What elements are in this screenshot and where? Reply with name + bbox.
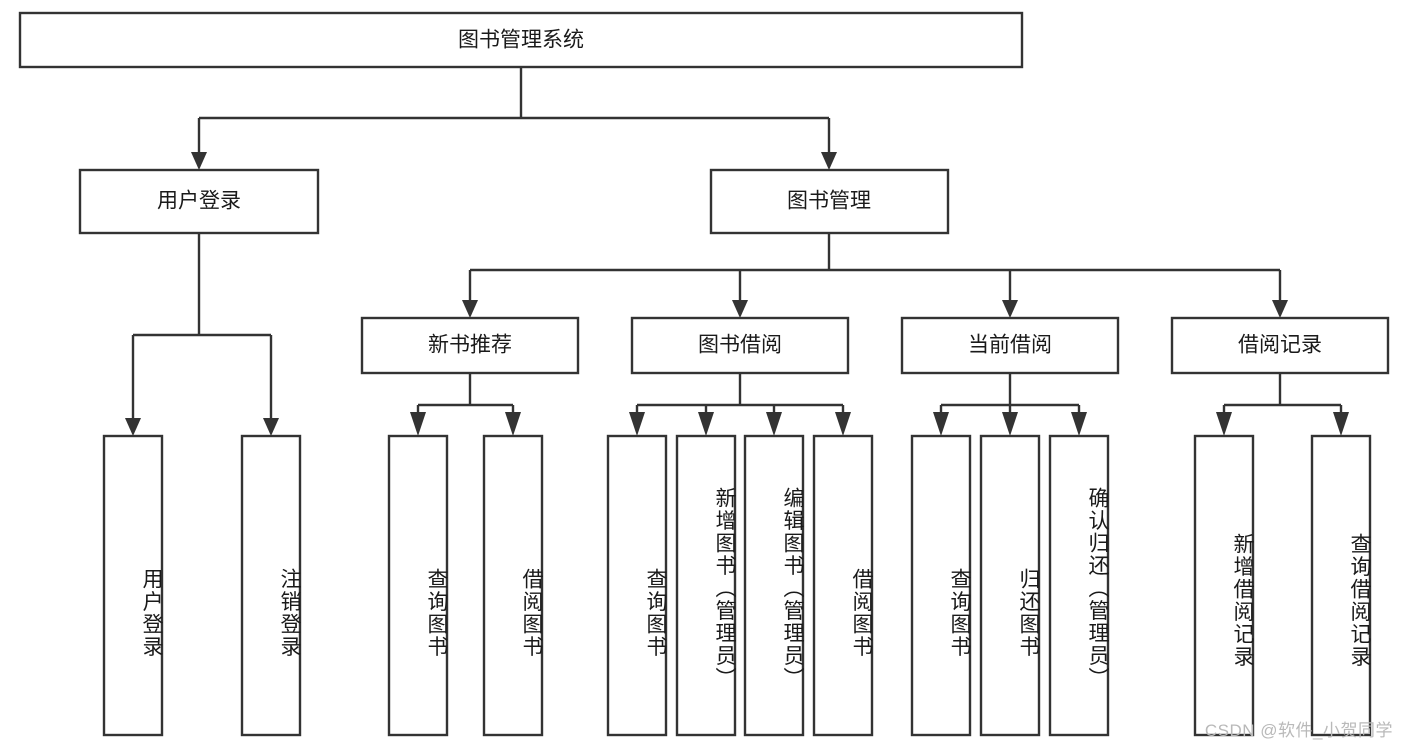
arrow-head-book-mgmt [821, 152, 837, 170]
leaf-box-user-login-1[interactable] [102, 434, 164, 737]
arrow-head-leaf-new-book-1 [410, 412, 426, 436]
arrow-head-leaf-current-borrow-1 [933, 412, 949, 436]
arrow-head-leaf-user-login-2 [263, 418, 279, 436]
arrow-head-leaf-book-borrow-4 [835, 412, 851, 436]
arrow-head-current-borrow [1002, 300, 1018, 318]
leaf-box-new-book-1[interactable] [387, 434, 449, 737]
arrow-head-borrow-record [1272, 300, 1288, 318]
node-user-login-box[interactable] [78, 168, 320, 235]
leaf-box-current-borrow-3[interactable] [1048, 434, 1110, 737]
node-book-mgmt-label: 图书管理 [787, 190, 871, 213]
leaf-box-current-borrow-2[interactable] [979, 434, 1041, 737]
arrow-head-leaf-current-borrow-3 [1071, 412, 1087, 436]
leaf-box-borrow-record-1[interactable] [1193, 434, 1255, 737]
leaf-box-book-borrow-2[interactable] [675, 434, 737, 737]
node-root-label: 图书管理系统 [458, 29, 584, 52]
arrow-head-leaf-book-borrow-2 [698, 412, 714, 436]
connectors-root [191, 67, 837, 170]
leaf-box-book-borrow-4[interactable] [812, 434, 874, 737]
arrow-head-leaf-new-book-2 [505, 412, 521, 436]
arrow-head-leaf-borrow-record-2 [1333, 412, 1349, 436]
leaf-box-borrow-record-2[interactable] [1310, 434, 1372, 737]
arrow-head-new-book [462, 300, 478, 318]
leaf-box-current-borrow-1[interactable] [910, 434, 972, 737]
connectors-user-login [125, 233, 279, 436]
arrow-head-leaf-current-borrow-2 [1002, 412, 1018, 436]
node-new-book-box[interactable] [360, 316, 580, 375]
node-user-login-label: 用户登录 [157, 190, 241, 213]
connectors-new-book [410, 373, 521, 436]
node-current-borrow-label: 当前借阅 [968, 334, 1052, 357]
node-book-borrow-label: 图书借阅 [698, 334, 782, 357]
watermark-text: CSDN @软件_小贺同学 [1204, 721, 1393, 740]
arrow-head-user-login [191, 152, 207, 170]
leaf-box-new-book-2[interactable] [482, 434, 544, 737]
arrow-head-leaf-book-borrow-3 [766, 412, 782, 436]
arrow-head-leaf-book-borrow-1 [629, 412, 645, 436]
node-book-borrow-box[interactable] [630, 316, 850, 375]
arrow-head-book-borrow [732, 300, 748, 318]
node-borrow-record-box[interactable] [1170, 316, 1390, 375]
node-root-box[interactable] [18, 11, 1024, 69]
connectors-borrow-record-leaves [1216, 373, 1349, 436]
connectors-book-borrow-leaves [629, 373, 851, 436]
connectors-current-borrow-leaves [933, 373, 1087, 436]
node-new-book-label: 新书推荐 [428, 334, 512, 357]
connectors-book-mgmt [462, 233, 1288, 318]
node-book-mgmt-box[interactable] [709, 168, 950, 235]
node-borrow-record-label: 借阅记录 [1238, 334, 1322, 357]
node-current-borrow-box[interactable] [900, 316, 1120, 375]
arrow-head-leaf-user-login-1 [125, 418, 141, 436]
leaf-box-book-borrow-1[interactable] [606, 434, 668, 737]
leaf-box-book-borrow-3[interactable] [743, 434, 805, 737]
leaf-box-user-login-2[interactable] [240, 434, 302, 737]
arrow-head-leaf-borrow-record-1 [1216, 412, 1232, 436]
